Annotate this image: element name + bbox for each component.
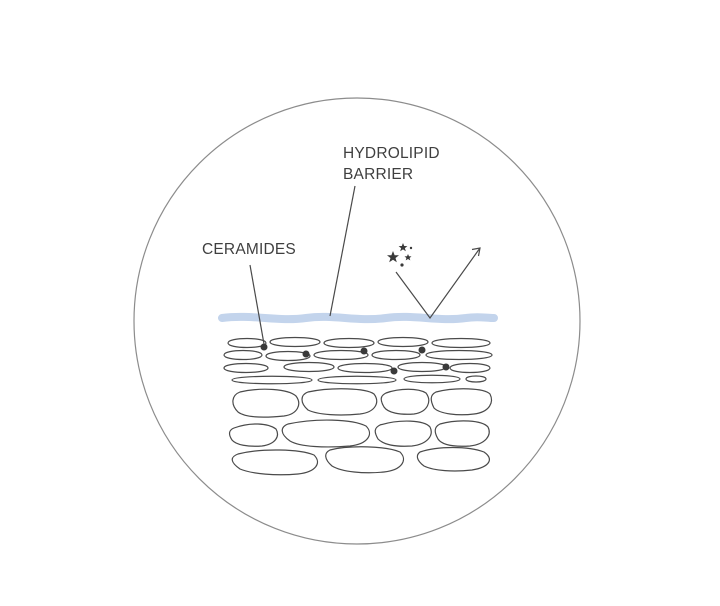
skin-cell [403, 374, 461, 384]
skin-cell [227, 337, 267, 349]
skin-cell [301, 388, 378, 416]
upper-cell-layers [223, 336, 493, 385]
skin-cell [425, 349, 493, 361]
skin-cell [325, 446, 405, 474]
skin-cell [269, 336, 321, 348]
skin-cell [431, 337, 491, 349]
skin-cell [397, 361, 447, 373]
skin-cell [434, 420, 490, 447]
ceramide-dot [302, 350, 310, 358]
skin-cell [377, 336, 429, 348]
skin-cell [313, 349, 369, 361]
skin-cell [317, 375, 397, 385]
ceramides-label: CERAMIDES [202, 241, 296, 258]
reflect-arrow-icon [395, 247, 481, 320]
skin-cell [231, 449, 319, 476]
skin-cell [323, 337, 375, 349]
ceramide-dots [260, 343, 450, 375]
hydrolipid-leader-line [329, 185, 356, 317]
skin-cell [232, 388, 300, 418]
skin-cell [223, 349, 263, 361]
ceramide-dot [390, 367, 398, 375]
skin-cell [283, 361, 335, 373]
skin-cell [380, 388, 430, 415]
skin-cell [371, 349, 421, 361]
ceramide-dot [442, 363, 450, 371]
ceramide-dot [418, 346, 426, 354]
skin-cell [223, 362, 269, 374]
ceramides-leader-line [249, 264, 265, 345]
skin-cell [337, 362, 393, 374]
skin-cell [449, 362, 491, 374]
diagram-circle [133, 97, 581, 545]
skin-cell [281, 419, 371, 448]
skin-cell [430, 388, 493, 416]
skin-cell [231, 375, 313, 385]
hydrolipid-barrier-band [218, 312, 498, 324]
skin-cell [416, 446, 490, 472]
lower-cell-layers [228, 388, 493, 476]
ceramide-dot [260, 343, 268, 351]
skin-cell [228, 423, 279, 447]
star-cluster-icon [387, 243, 413, 267]
skin-cell [374, 420, 432, 447]
skin-cell [465, 375, 487, 383]
hydrolipid-label-line2: BARRIER [343, 166, 413, 183]
ceramide-dot [360, 347, 368, 355]
hydrolipid-label-line1: HYDROLIPID [343, 145, 440, 162]
skin-cell [265, 350, 311, 362]
